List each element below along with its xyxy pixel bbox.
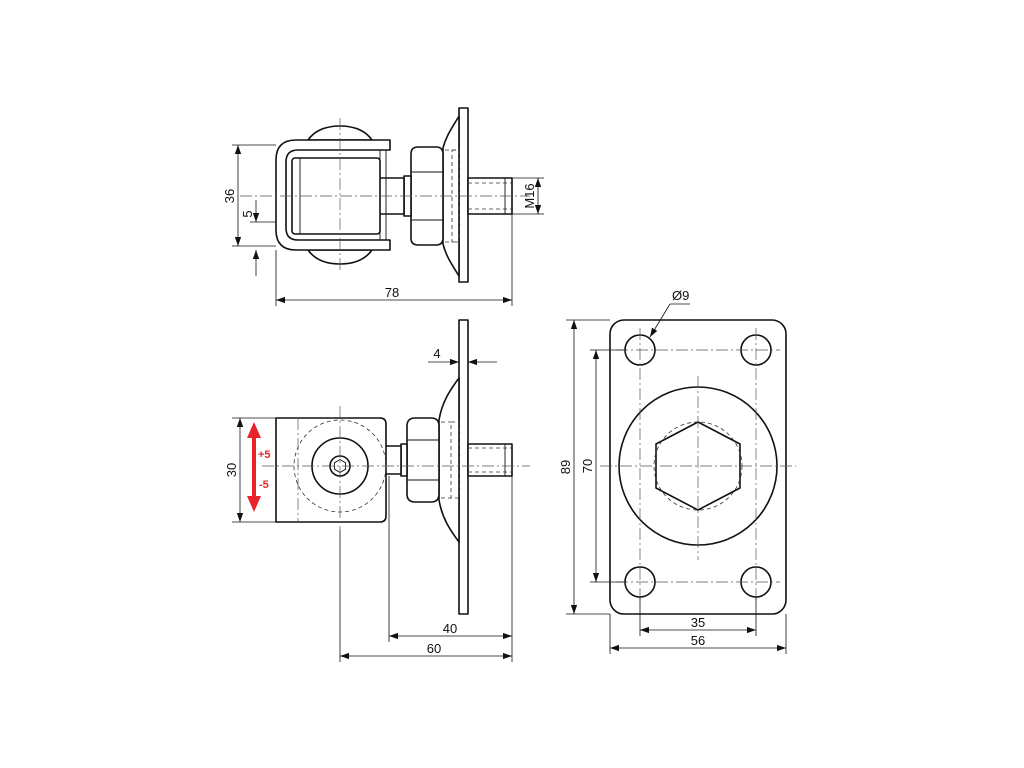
front-view [262, 319, 530, 615]
front-dim-thread-length: 40 [443, 621, 457, 636]
front-dim-height: 30 [224, 463, 239, 477]
plate-dim-width: 56 [691, 633, 705, 648]
plate-view [600, 319, 796, 615]
top-u-bracket [275, 139, 391, 251]
adjust-minus-label: -5 [259, 479, 269, 491]
front-dim-plate-thickness: 4 [433, 346, 440, 361]
plate-dim-height: 89 [558, 460, 573, 474]
front-view-dimensions: 4 30 40 60 [224, 346, 513, 662]
plate-dim-hole-diameter: Ø9 [672, 288, 689, 303]
plate-dim-hole-spacing-vertical: 70 [580, 459, 595, 473]
top-dim-offset: 5 [240, 210, 255, 217]
top-view [240, 107, 530, 283]
front-plate [458, 319, 469, 615]
top-dim-height: 36 [222, 189, 237, 203]
plate-view-dimensions: Ø9 89 70 35 56 [558, 288, 787, 654]
front-nut [406, 417, 440, 503]
plate-dim-hole-spacing-horizontal: 35 [691, 615, 705, 630]
adjustment-indicator: +5 -5 [247, 422, 271, 512]
front-dim-total-length: 60 [427, 641, 441, 656]
top-dim-length: 78 [385, 285, 399, 300]
adjust-up-arrow [247, 422, 261, 438]
top-dim-thread: M16 [522, 183, 537, 208]
adjust-down-arrow [247, 496, 261, 512]
top-view-dimensions: 36 5 M16 78 [222, 144, 544, 306]
front-washer [438, 377, 460, 543]
top-plate [458, 107, 469, 283]
adjust-plus-label: +5 [258, 449, 271, 461]
